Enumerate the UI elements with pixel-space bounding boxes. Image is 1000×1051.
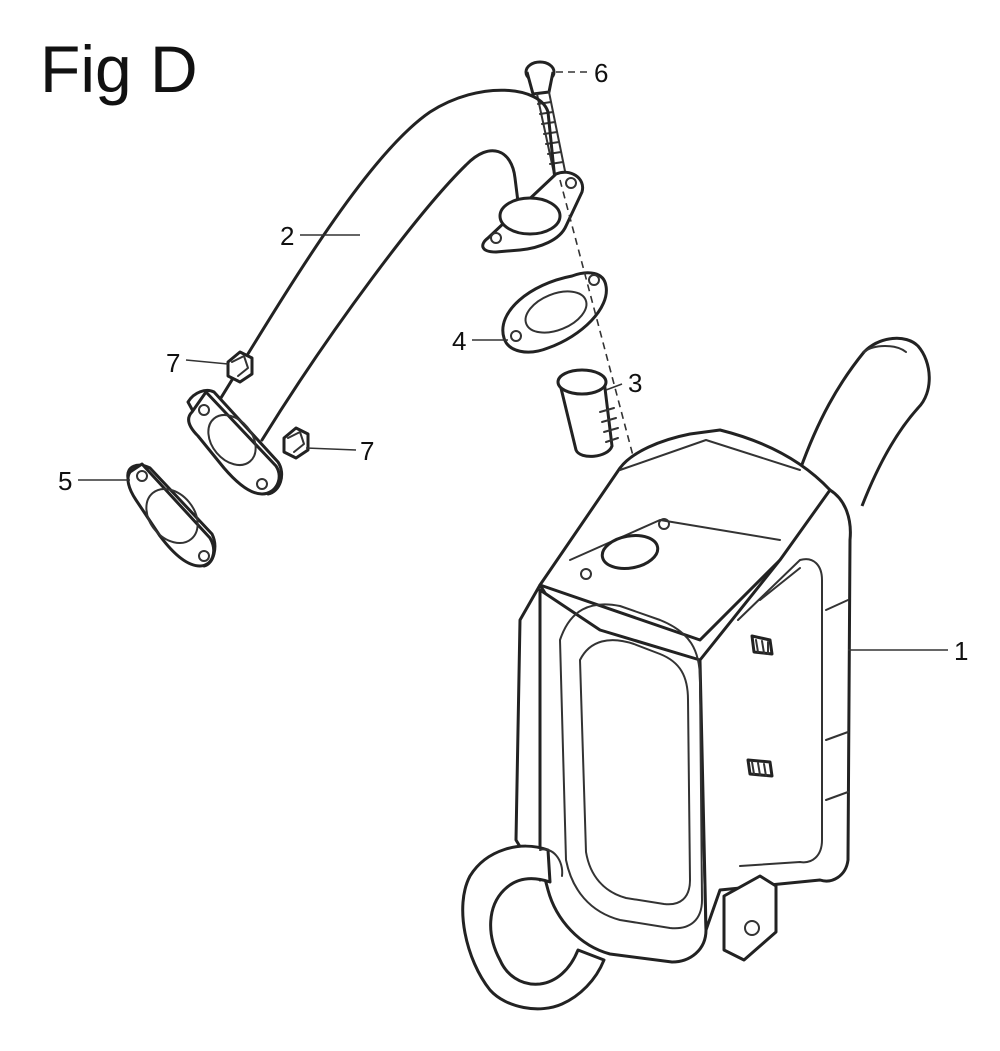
bolt-part-6	[524, 60, 567, 179]
callout-4: 4	[452, 326, 466, 356]
callout-7-upper: 7	[166, 348, 180, 378]
leader-7b	[305, 447, 357, 451]
cap-part-3	[556, 368, 619, 458]
figure-title: Fig D	[40, 32, 198, 106]
callout-3: 3	[628, 368, 642, 398]
callout-1: 1	[954, 636, 968, 666]
exhaust-pipe-part-2	[186, 88, 585, 496]
callout-2: 2	[280, 221, 294, 251]
gasket-part-4	[501, 271, 608, 354]
callout-6: 6	[594, 58, 608, 88]
leader-3	[605, 383, 623, 391]
callout-7-lower: 7	[360, 436, 374, 466]
nut-part-7-lower	[282, 426, 310, 460]
nut-part-7-upper	[226, 350, 254, 384]
callout-5: 5	[58, 466, 72, 496]
muffler-part-1	[461, 336, 931, 1011]
gasket-part-5	[126, 462, 217, 568]
leader-7a	[185, 359, 229, 365]
